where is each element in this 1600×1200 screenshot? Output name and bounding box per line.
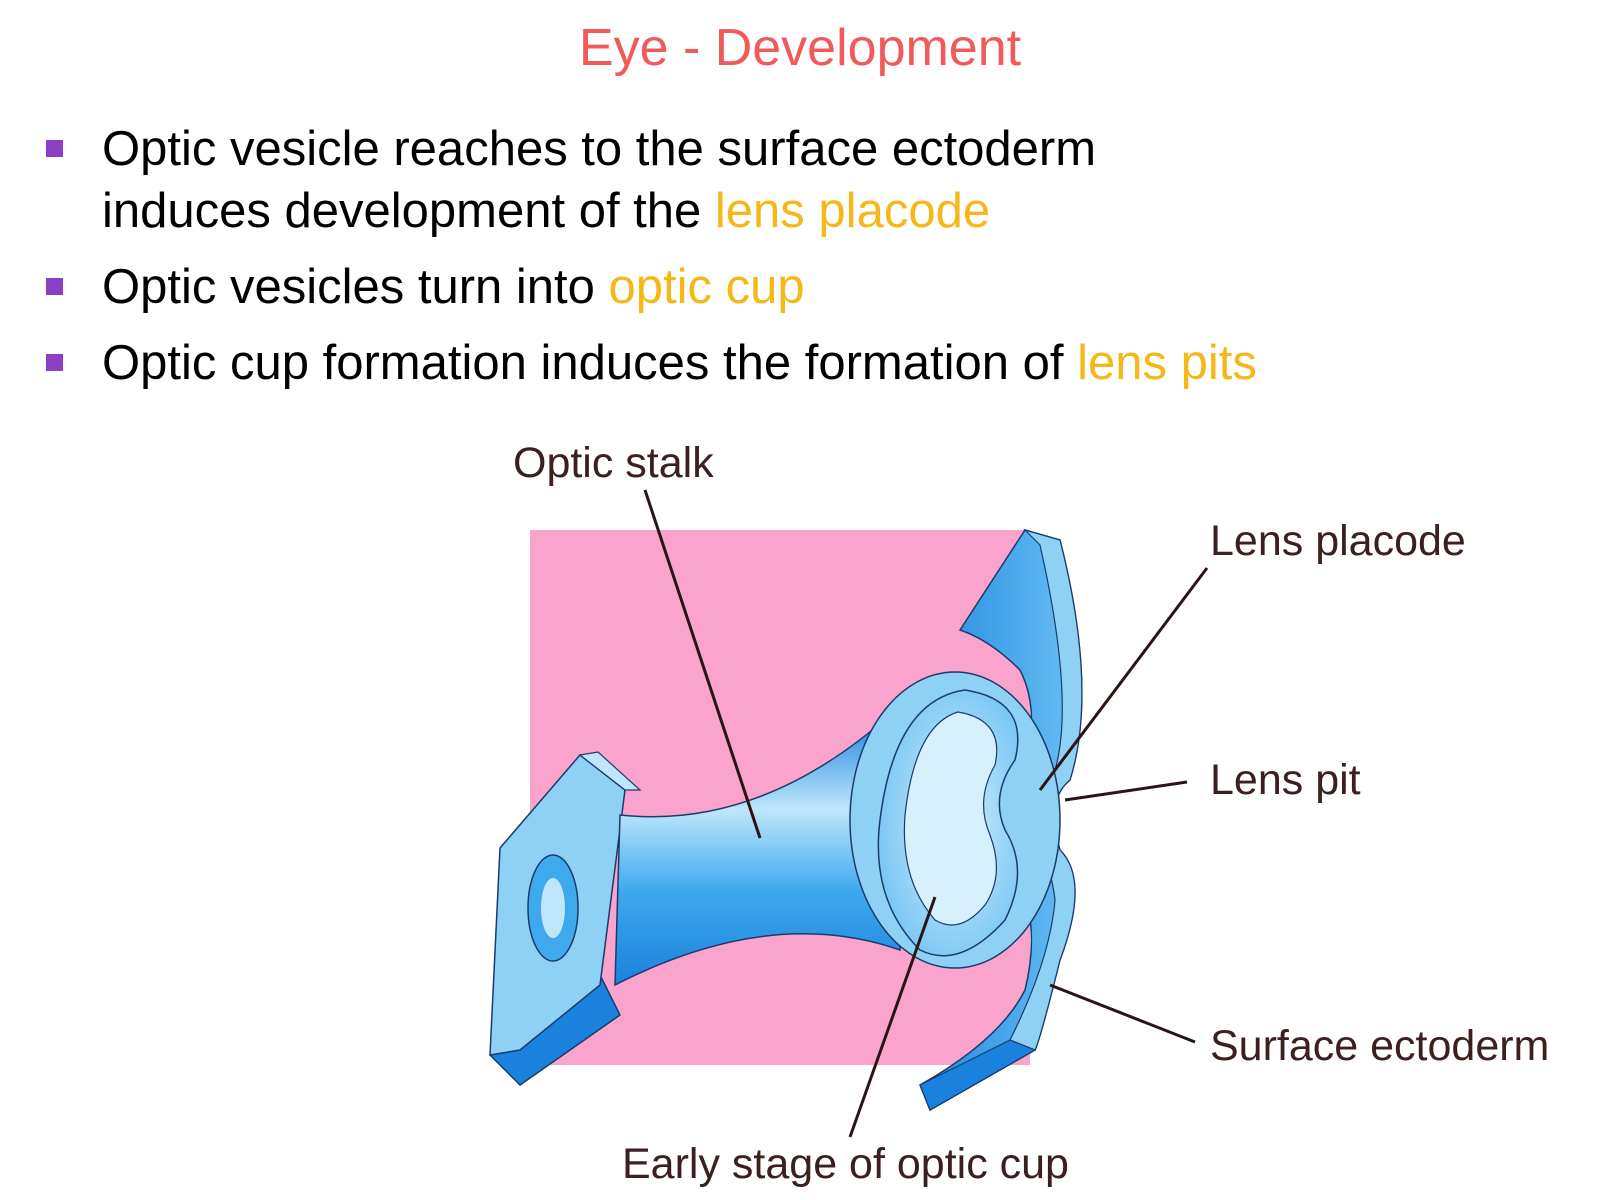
optic-cup-leader: [848, 896, 937, 1138]
bullet-list: Optic vesicle reaches to the surface ect…: [46, 118, 1546, 408]
bullet-square-icon: [46, 354, 63, 371]
slide-title: Eye - Development: [578, 19, 1022, 77]
leader-lines: [643, 489, 1209, 1138]
lens-pit-leader: [1064, 780, 1188, 802]
early-optic-cup-label: Early stage of optic cup: [622, 1140, 1069, 1188]
bullet-item: Optic vesicles turn into optic cup: [46, 256, 1546, 318]
lens-pit-label: Lens pit: [1210, 756, 1361, 804]
bullet-highlight: lens pits: [1077, 336, 1257, 390]
bullet-text: Optic vesicles turn into: [102, 260, 609, 314]
bullet-text: induces development of the: [102, 184, 715, 238]
bullet-text: Optic vesicle reaches to the surface ect…: [102, 122, 1097, 176]
optic-stalk-shape: [614, 713, 901, 987]
bullet-highlight: optic cup: [608, 260, 805, 314]
bullet-highlight: lens placode: [714, 184, 991, 238]
surface-ectoderm-leader: [1049, 983, 1196, 1044]
left-wall-section: [488, 751, 642, 1086]
optic-cup-shape: [849, 671, 1061, 969]
lens-placode-leader: [1038, 567, 1209, 791]
optic-stalk-leader: [643, 489, 762, 839]
bullet-square-icon: [46, 278, 63, 295]
bullet-item: Optic cup formation induces the formatio…: [46, 332, 1546, 394]
surface-ectoderm-label: Surface ectoderm: [1210, 1022, 1549, 1070]
bullet-item: Optic vesicle reaches to the surface ect…: [46, 118, 1546, 242]
bullet-text: Optic cup formation induces the formatio…: [102, 336, 1078, 390]
optic-stalk-label: Optic stalk: [513, 439, 714, 487]
lens-placode-label: Lens placode: [1210, 517, 1466, 565]
bullet-square-icon: [46, 140, 63, 157]
